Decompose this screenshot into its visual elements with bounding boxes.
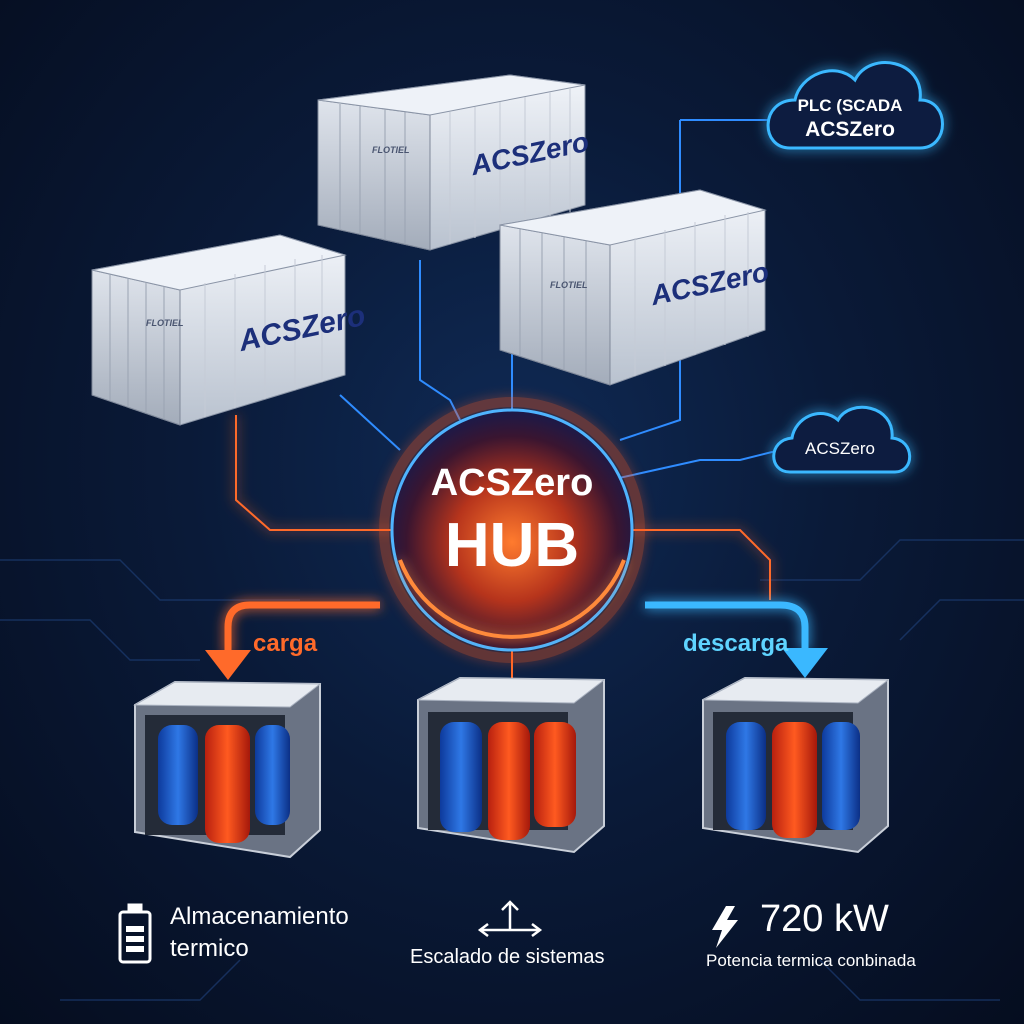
lightning-icon [712,906,738,948]
cloud-top-line1: PLC (SCADA [797,96,903,115]
hub-orb [379,397,645,663]
hub-title-line1: ACSZero [430,462,594,504]
charge-label: carga [253,630,318,657]
discharge-arrow-icon [645,601,828,678]
charge-arrow-icon [205,601,380,680]
circuit-background [0,539,1024,1001]
power-label: Potencia termica conbinada [706,951,916,970]
shipping-container-top [317,74,586,251]
power-value: 720 kW [760,898,889,940]
cloud-top-icon [766,61,944,150]
container-top-tag: FLOTIEL [372,145,410,155]
storage-label-line1: Almacenamiento [170,903,349,930]
scaling-label: Escalado de sistemas [410,946,605,968]
scaling-arrows-icon [477,900,543,937]
battery-icon [118,903,152,964]
shipping-container-right [499,189,767,386]
cloud-mid-icon [772,405,912,474]
discharge-label: descarga [683,630,789,657]
thermal-module-right [702,676,890,854]
hub-title-line2: HUB [444,511,580,580]
cloud-top-line2: ACSZero [805,118,895,141]
shipping-container-left [91,234,347,426]
thermal-module-left [133,680,322,859]
container-left-tag: FLOTIEL [146,318,184,328]
container-right-tag: FLOTIEL [550,280,588,290]
thermal-module-center [417,676,606,854]
storage-label-line2: termico [170,935,249,962]
cloud-mid-label: ACSZero [805,439,875,458]
